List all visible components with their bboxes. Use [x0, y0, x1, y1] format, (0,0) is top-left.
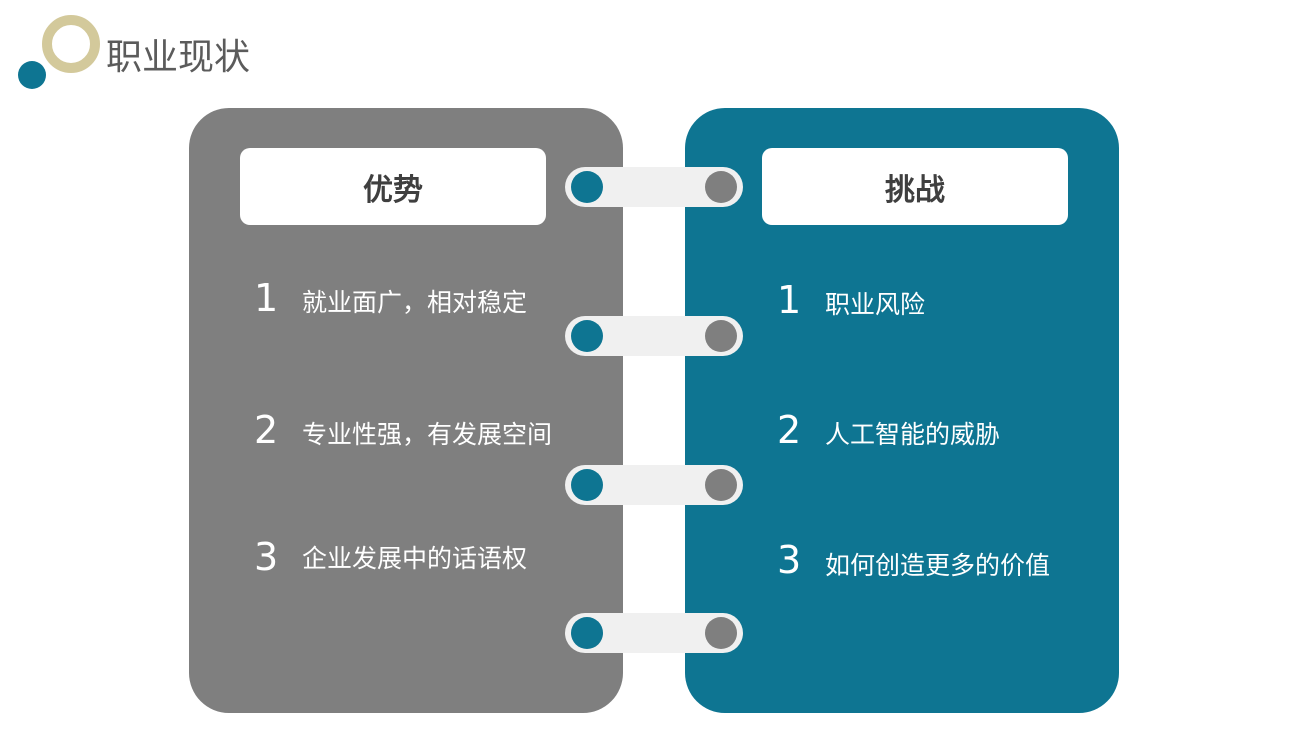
dot-decoration-icon [18, 61, 46, 89]
gray-dot-icon [705, 469, 737, 501]
advantage-text: 企业发展中的话语权 [302, 544, 528, 573]
ring-decoration-icon [42, 15, 100, 73]
teal-dot-icon [571, 320, 603, 352]
challenge-number: 1 [777, 278, 802, 322]
challenges-heading: 挑战 [762, 148, 1068, 225]
advantage-number: 3 [254, 535, 279, 579]
gray-dot-icon [705, 320, 737, 352]
teal-dot-icon [571, 617, 603, 649]
advantage-text: 就业面广，相对稳定 [302, 288, 528, 317]
connector-link [565, 167, 743, 207]
challenge-number: 2 [777, 408, 802, 452]
challenge-number: 3 [777, 538, 802, 582]
teal-dot-icon [571, 171, 603, 203]
advantage-number: 1 [254, 276, 279, 320]
connector-link [565, 613, 743, 653]
connector-link [565, 465, 743, 505]
gray-dot-icon [705, 171, 737, 203]
advantage-number: 2 [254, 408, 279, 452]
challenge-text: 人工智能的威胁 [825, 420, 1001, 449]
challenge-text: 职业风险 [825, 290, 926, 319]
teal-dot-icon [571, 469, 603, 501]
connector-link [565, 316, 743, 356]
advantages-heading: 优势 [240, 148, 546, 225]
page-title: 职业现状 [106, 37, 251, 78]
gray-dot-icon [705, 617, 737, 649]
advantage-text: 专业性强，有发展空间 [302, 420, 553, 449]
challenge-text: 如何创造更多的价值 [825, 551, 1051, 580]
